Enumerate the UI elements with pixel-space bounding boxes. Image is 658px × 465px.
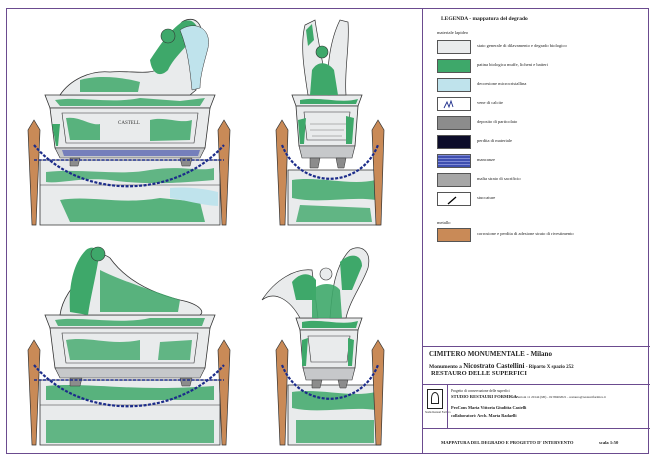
legend-item-label: malta strato di sacrificio: [477, 176, 521, 181]
legend-swatch-plain-swatch: [437, 40, 471, 54]
monument-elevations: CASTELL: [27, 18, 385, 446]
legend-swatch-striped-swatch: [437, 154, 471, 168]
elevation-side-bottom: [261, 247, 385, 446]
legend-item-label: vene di calcite: [477, 100, 503, 105]
legend-swatch-vein-swatch: [437, 97, 471, 111]
legend-swatch-plain-swatch: [437, 116, 471, 130]
monument-prefix: Monumento a: [429, 364, 462, 370]
legend-metal-item-label: corrosione e perdita di adesione strato …: [477, 231, 574, 236]
inscription-text: CASTELL: [118, 121, 140, 126]
legend-item-label: mancanze: [477, 157, 495, 162]
legend-swatch-plain-swatch: [437, 78, 471, 92]
monument-location: - Riparto X spazio 252: [525, 365, 574, 370]
designers: ProCons Maria Vittoria Giuditta Castelli: [451, 405, 527, 410]
legend-item-label: deposito di particolato: [477, 119, 518, 124]
monument-line: Monumento a Nicostrato Castellini - Ripa…: [429, 362, 644, 370]
legend-section-stone: materiale lapideo: [437, 30, 469, 35]
studio-logo-icon: [427, 389, 443, 409]
legend-swatch-plain-swatch: [437, 59, 471, 73]
legend-panel: LEGENDA - mappatura del degrado material…: [422, 8, 650, 454]
firm-address: Via Bertoni 11 20144 (MI) - 02 89402021 …: [511, 395, 606, 399]
legend-item-label: perdita di materiale: [477, 138, 512, 143]
collaborators: collaboratori: Arch. Marta Radaelli: [451, 413, 517, 418]
elevation-side-top: [275, 19, 385, 226]
legend-item-label: stato generale di dilavamento e degrado …: [477, 43, 567, 48]
legend-title: LEGENDA - mappatura del degrado: [441, 16, 528, 22]
elevation-front-top: CASTELL: [27, 18, 231, 226]
logo-caption: Studio Restauri Formica: [425, 411, 451, 414]
legend-swatch-plain-swatch: [437, 135, 471, 149]
monument-name: Nicostrato Castellini: [463, 362, 525, 370]
title-block-footer: MAPPATURA DEL DEGRADO E PROGETTO D' INTE…: [423, 428, 650, 454]
sheet-frame: [6, 8, 649, 454]
legend-item-label: stuccature: [477, 195, 496, 200]
elevation-rear-bottom: [27, 246, 231, 446]
title-block-header: CIMITERO MONUMENTALE - Milano Monumento …: [423, 346, 650, 384]
firm-caption: Progetto di conservazione delle superfic…: [451, 389, 510, 393]
scale-label: scala 1:50: [599, 440, 619, 445]
sheet-title: MAPPATURA DEL DEGRADO E PROGETTO D' INTE…: [441, 440, 574, 445]
legend-item-label: decoesione microcristallina: [477, 81, 527, 86]
legend-swatch-plain-swatch: [437, 173, 471, 187]
cemetery-title: CIMITERO MONUMENTALE - Milano: [429, 350, 552, 358]
title-block-firm: Studio Restauri Formica Progetto di cons…: [423, 384, 650, 428]
legend-swatch-plain-swatch: [437, 228, 471, 242]
legend-item-label: patina biologica muffe, licheni e batter…: [477, 62, 548, 67]
legend-section-metal: metallo: [437, 220, 451, 225]
firm-name: STUDIO RESTAURI FORMICA: [451, 394, 517, 399]
legend-swatch-stroke-swatch: [437, 192, 471, 206]
subject-title: RESTAURO DELLE SUPERFICI: [431, 370, 527, 377]
